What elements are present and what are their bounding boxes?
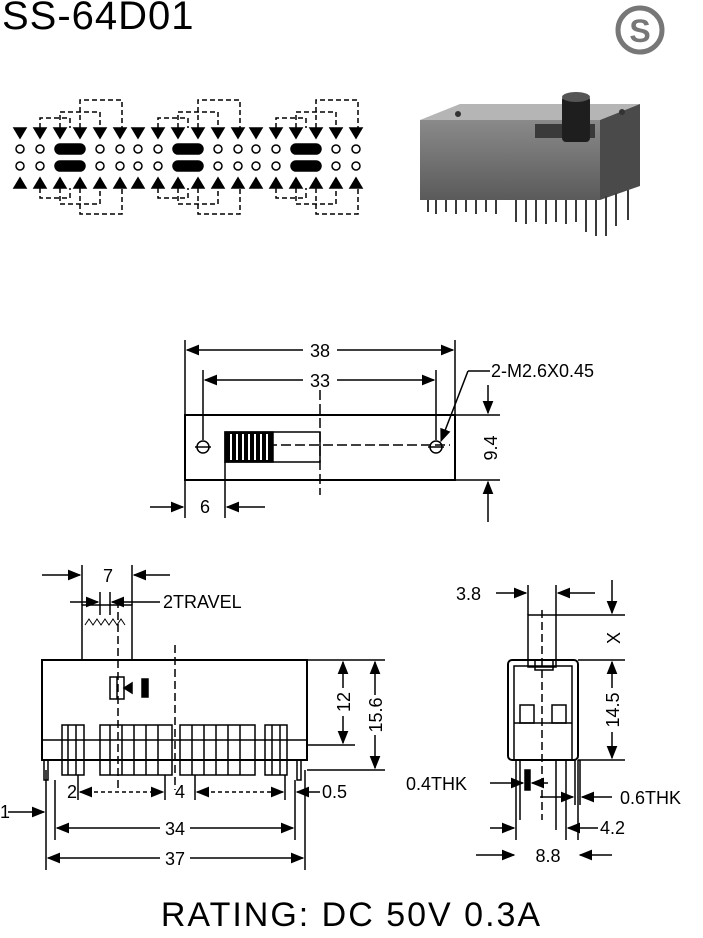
dim-9-4: 9.4: [481, 435, 501, 460]
side-view: [476, 580, 625, 861]
dim-3-8: 3.8: [456, 584, 481, 604]
dim-33: 33: [310, 371, 330, 391]
dim-38: 38: [310, 341, 330, 361]
rating-label: RATING: DC 50V 0.3A: [160, 896, 543, 934]
dim-x: X: [604, 632, 624, 644]
thk-0-4-label: 0.4THK: [406, 774, 467, 794]
front-view: [8, 565, 385, 870]
dim-14-5: 14.5: [603, 692, 623, 727]
screw-spec-label: 2-M2.6X0.45: [491, 361, 594, 381]
product-photo: [420, 92, 640, 236]
model-title: SS-64D01: [2, 0, 195, 38]
dim-8-8: 8.8: [535, 846, 560, 866]
manufacturer-logo: S: [615, 5, 665, 55]
top-view: [150, 340, 500, 522]
dim-0-5: 0.5: [322, 782, 347, 802]
dim-34: 34: [165, 819, 185, 839]
dim-6: 6: [200, 497, 210, 517]
dim-4: 4: [175, 782, 185, 802]
dim-4-2: 4.2: [600, 818, 625, 838]
logo-letter: S: [629, 13, 650, 49]
travel-label: 2TRAVEL: [163, 592, 242, 612]
thk-0-6-label: 0.6THK: [620, 788, 681, 808]
circuit-schematic: [12, 99, 363, 215]
dim-7: 7: [103, 566, 113, 586]
dim-37: 37: [165, 849, 185, 869]
dim-15-6: 15.6: [366, 697, 386, 732]
dim-1: 1: [0, 802, 10, 822]
dim-12: 12: [334, 692, 354, 712]
dim-2: 2: [67, 782, 77, 802]
